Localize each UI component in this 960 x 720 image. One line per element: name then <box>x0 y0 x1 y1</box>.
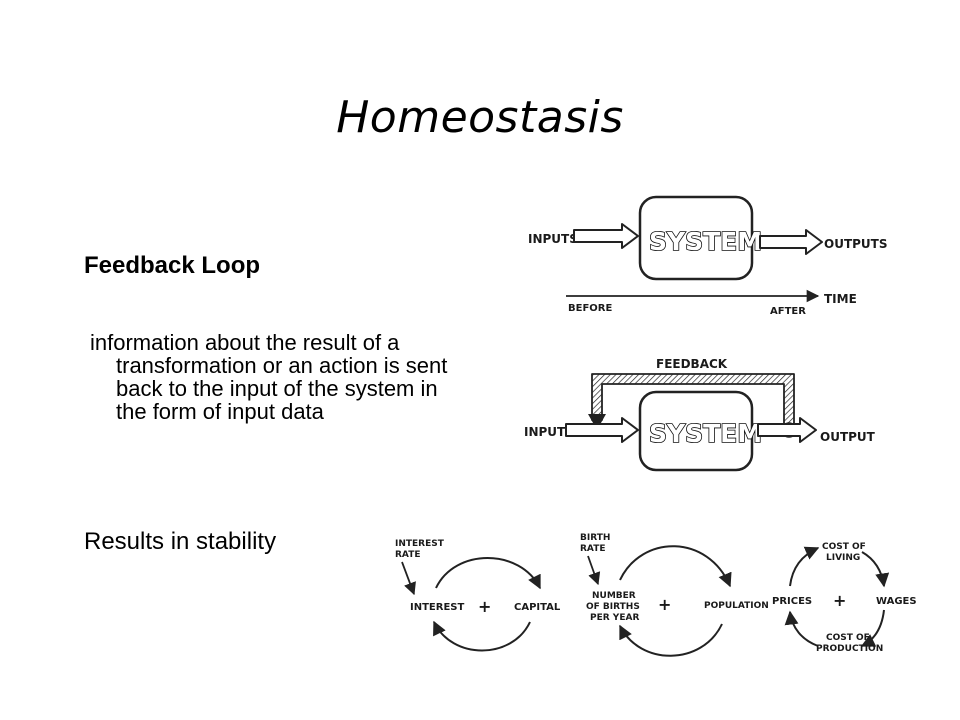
bottom-left-arrow <box>784 610 819 647</box>
after-label: AFTER <box>770 306 806 317</box>
input-label: INPUT <box>524 425 566 439</box>
input-arrow <box>565 417 639 443</box>
stability-text: Results in stability <box>84 528 277 555</box>
feedback-loop-heading: Feedback Loop <box>84 252 261 279</box>
upper-arc-arrow <box>619 545 732 588</box>
births-label-2: OF BIRTHS <box>586 602 640 612</box>
upper-arc-arrow <box>435 557 541 590</box>
plus-sign: + <box>658 595 671 614</box>
feedback-definition: information about the result of a transf… <box>90 330 448 424</box>
system-diagram: INPUTS SYSTEM OUTPUTS BEFORE AFTER TIME <box>528 195 888 317</box>
capital-label: CAPITAL <box>514 602 561 613</box>
population-label: POPULATION <box>704 601 769 611</box>
input-arrow <box>573 223 639 249</box>
cost-of-production-label: COST OF <box>826 633 870 643</box>
wages-label: WAGES <box>876 596 917 607</box>
wages-loop: COST OF LIVING PRICES + WAGES COST OF PR… <box>772 542 917 654</box>
plus-sign: + <box>478 597 491 616</box>
lower-arc-arrow <box>433 620 531 652</box>
birth-rate-label: BIRTH <box>580 533 610 543</box>
before-label: BEFORE <box>568 303 612 314</box>
output-arrow <box>757 417 817 443</box>
interest-rate-label-2: RATE <box>395 550 420 560</box>
lower-arc-arrow <box>619 623 723 657</box>
top-left-arrow <box>789 546 820 587</box>
plus-sign: + <box>833 591 846 610</box>
bottom-right-arrow <box>860 609 885 647</box>
rate-arrow <box>587 555 601 586</box>
capital-loop: INTEREST RATE INTEREST + CAPITAL <box>395 539 561 652</box>
top-right-arrow <box>861 551 890 588</box>
outputs-label: OUTPUTS <box>824 237 888 251</box>
cost-of-living-label-2: LIVING <box>826 553 860 563</box>
system-label: SYSTEM <box>649 419 762 448</box>
rate-arrow <box>401 561 416 596</box>
time-label: TIME <box>824 292 857 306</box>
system-box <box>638 195 754 281</box>
output-label: OUTPUT <box>820 430 876 444</box>
system-label: SYSTEM <box>649 227 762 256</box>
interest-rate-label: INTEREST <box>395 539 445 549</box>
interest-label: INTEREST <box>410 602 464 613</box>
page-title: Homeostasis <box>336 92 624 143</box>
cost-of-production-label-2: PRODUCTION <box>816 644 883 654</box>
population-loop: BIRTH RATE NUMBER OF BIRTHS PER YEAR + P… <box>580 533 769 657</box>
prices-label: PRICES <box>772 596 812 607</box>
births-label: NUMBER <box>592 591 636 601</box>
feedback-label: FEEDBACK <box>656 357 728 371</box>
birth-rate-label-2: RATE <box>580 544 605 554</box>
inputs-label: INPUTS <box>528 232 578 246</box>
cost-of-living-label: COST OF <box>822 542 866 552</box>
feedback-diagram: FEEDBACK INPUT SYSTEM OUTPUT <box>524 357 876 472</box>
system-box <box>638 390 754 472</box>
births-label-3: PER YEAR <box>590 613 639 623</box>
feedback-arrowhead <box>588 414 606 430</box>
output-arrow <box>759 229 823 255</box>
